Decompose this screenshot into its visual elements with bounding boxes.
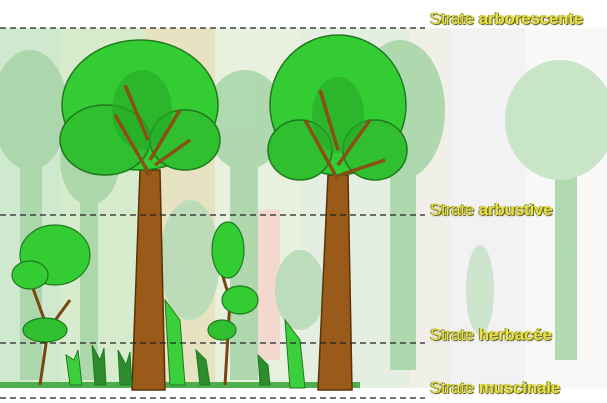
strata-label-name: arborescente [479, 9, 583, 28]
strata-label-name: muscinale [479, 378, 560, 397]
strata-label-name: arbustive [479, 200, 553, 219]
strata-label-arbustive: Strate arbustive [430, 200, 552, 220]
strata-label-muscinale: Strate muscinale [430, 378, 560, 398]
strata-label-name: herbacée [479, 325, 552, 344]
strata-label-prefix: Strate [430, 9, 474, 28]
strata-label-herbacee: Strate herbacée [430, 325, 552, 345]
strata-label-prefix: Strate [430, 378, 474, 397]
strata-label-prefix: Strate [430, 200, 474, 219]
strata-label-prefix: Strate [430, 325, 474, 344]
strata-label-arborescente: Strate arborescente [430, 9, 583, 29]
